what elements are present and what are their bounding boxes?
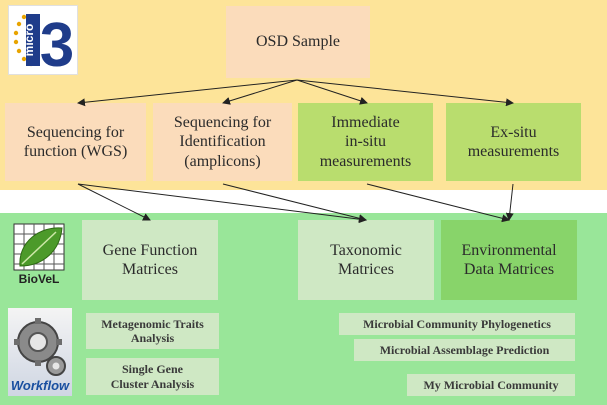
metagenomic-tool: Metagenomic Traits Analysis bbox=[86, 313, 219, 349]
ex-situ-label: Ex-situ measurements bbox=[467, 123, 560, 160]
workflow-text: Workflow bbox=[11, 378, 70, 393]
assemblage-tool: Microbial Assemblage Prediction bbox=[354, 339, 575, 361]
gene-function-label: Gene Function Matrices bbox=[102, 241, 198, 278]
metagenomic-label: Metagenomic Traits Analysis bbox=[101, 316, 204, 345]
star-ring-icon bbox=[13, 14, 34, 67]
immediate-label: Immediate in-situ measurements bbox=[319, 114, 412, 170]
assemblage-label: Microbial Assemblage Prediction bbox=[379, 342, 550, 357]
osd-sample-label: OSD Sample bbox=[256, 33, 340, 51]
my-community-label: My Microbial Community bbox=[423, 377, 559, 392]
taxonomic-node: Taxonomic Matrices bbox=[298, 220, 434, 300]
phylogenetics-tool: Microbial Community Phylogenetics bbox=[339, 313, 575, 335]
seq-function-node: Sequencing for function (WGS) bbox=[5, 103, 146, 181]
workflow-logo: Workflow bbox=[8, 308, 72, 396]
single-gene-tool: Single Gene Cluster Analysis bbox=[86, 358, 219, 395]
ex-situ-node: Ex-situ measurements bbox=[446, 103, 581, 181]
taxonomic-label: Taxonomic Matrices bbox=[330, 241, 402, 278]
seq-function-label: Sequencing for function (WGS) bbox=[23, 123, 128, 160]
micro-text: micro bbox=[22, 24, 36, 57]
environmental-node: Environmental Data Matrices bbox=[441, 220, 577, 300]
phylogenetics-label: Microbial Community Phylogenetics bbox=[363, 316, 551, 331]
osd-sample-node: OSD Sample bbox=[226, 6, 370, 78]
biovel-logo: BioVeL bbox=[10, 222, 68, 286]
seq-identification-node: Sequencing for Identification (amplicons… bbox=[153, 103, 292, 181]
gears-icon bbox=[14, 318, 66, 376]
three-text: 3 bbox=[40, 11, 74, 74]
single-gene-label: Single Gene Cluster Analysis bbox=[110, 362, 195, 391]
biovel-text: BioVeL bbox=[19, 272, 60, 286]
seq-identification-label: Sequencing for Identification (amplicons… bbox=[173, 114, 272, 170]
my-community-tool: My Microbial Community bbox=[407, 374, 575, 396]
micro3-logo: micro 3 bbox=[8, 5, 78, 80]
gene-function-node: Gene Function Matrices bbox=[82, 220, 218, 300]
immediate-node: Immediate in-situ measurements bbox=[298, 103, 433, 181]
environmental-label: Environmental Data Matrices bbox=[461, 241, 557, 278]
